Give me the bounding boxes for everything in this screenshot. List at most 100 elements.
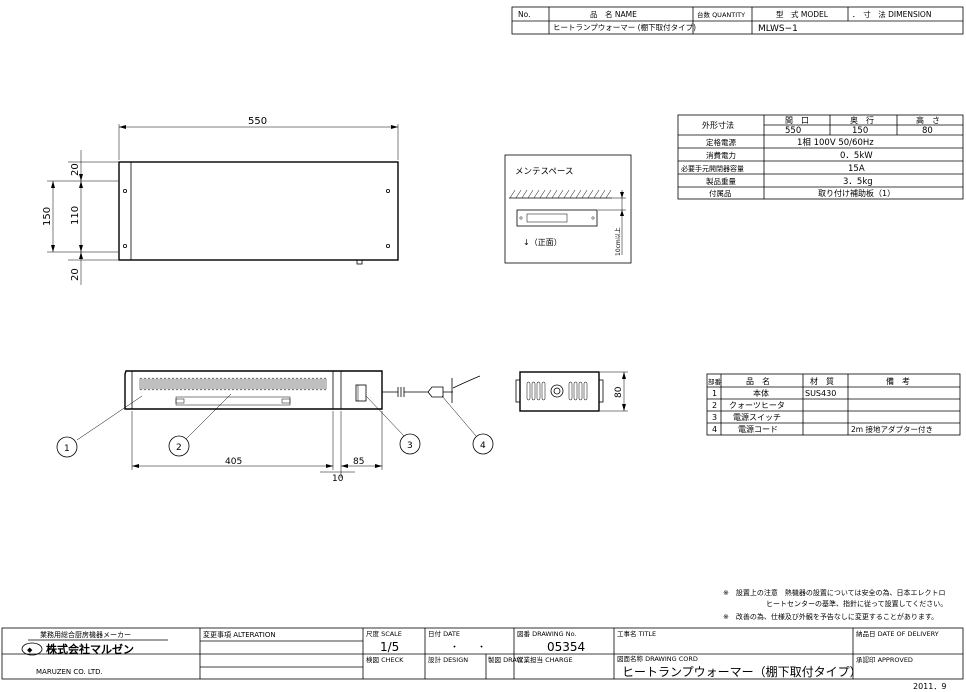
spec-label-dimensions: 外形寸法	[702, 120, 734, 130]
parts-row3-name: 電源スイッチ	[733, 413, 781, 422]
vent-slot	[143, 377, 147, 391]
front-view-body	[118, 161, 399, 261]
company-name: 株式会社マルゼン	[46, 642, 134, 656]
spec-val-accessories: 取り付け補助板（1）	[818, 188, 895, 198]
vent-slot	[215, 377, 219, 391]
spec-val-weight: 3．5kg	[843, 177, 873, 187]
vent-slot	[147, 377, 151, 391]
svg-text:2: 2	[176, 443, 182, 453]
parts-header-remarks: 備 考	[886, 376, 910, 386]
vent-slot	[183, 377, 187, 391]
parts-row4-remarks: 2m 接地アダプター付き	[851, 424, 933, 434]
dim-width-550: 550	[248, 116, 267, 127]
vent-slot	[159, 377, 163, 391]
vent-slot	[191, 377, 195, 391]
header-frame	[511, 6, 964, 35]
spec-val-power-source: 1相 100V 50/60Hz	[797, 137, 874, 148]
vent-slot	[247, 377, 251, 391]
maker-tagline: 業務用総合厨房機器メーカー	[40, 630, 131, 639]
callout-1	[56, 436, 78, 458]
header-qty-label: 台数 QUANTITY	[697, 10, 745, 19]
parts-row1-material: SUS430	[805, 389, 836, 398]
notes: ※ 設置上の注意 熱機器の設置については安全の為、日本エレクトロ ヒートセンター…	[723, 588, 947, 621]
parts-header-material: 材 質	[810, 376, 834, 386]
spec-label-power-source: 定格電源	[706, 137, 736, 147]
spec-val-height: 80	[922, 126, 933, 136]
spec-val-breaker: 15A	[848, 164, 865, 174]
check-label: 検図 CHECK	[366, 655, 404, 664]
parts-row1-no: 1	[712, 389, 717, 398]
parts-row2-no: 2	[712, 401, 717, 410]
charge-label: 営業担当 CHARGE	[517, 655, 573, 664]
parts-header-name: 品 名	[746, 376, 770, 386]
scale-value: 1/5	[380, 640, 399, 654]
vent-slot	[311, 377, 315, 391]
vent-slot	[227, 377, 231, 391]
spec-label-consumption: 消費電力	[706, 150, 736, 160]
vent-slot	[203, 377, 207, 391]
vent-slot	[283, 377, 287, 391]
header-table: No. 品 名 NAME 台数 QUANTITY 型 式 MODEL ． 寸 法…	[511, 6, 964, 35]
revision-year: 2011．9	[913, 682, 946, 691]
header-name-value: ヒートランプウォーマー (棚下取付タイプ)	[553, 22, 696, 32]
vent-slot	[139, 377, 143, 391]
draw-label: 製図 DRAW	[488, 655, 523, 664]
parts-header-no: 部番	[708, 377, 722, 386]
design-label: 設計 DESIGN	[428, 655, 468, 664]
vent-slot	[303, 377, 307, 391]
vent-slot	[267, 377, 271, 391]
title-label: 工事名 TITLE	[617, 629, 656, 638]
parts-row3-no: 3	[712, 413, 717, 422]
dim-110: 110	[70, 206, 81, 225]
dim-10: 10	[332, 474, 344, 484]
svg-text:4: 4	[480, 441, 486, 451]
drawing-no-value: 05354	[547, 640, 585, 654]
vent-slot	[239, 377, 243, 391]
vent-slot	[195, 377, 199, 391]
side-view: 405 85 10 1 2 3 4	[56, 370, 494, 484]
date-label: 日付 DATE	[428, 629, 460, 638]
spec-col-height: 高 さ	[916, 115, 940, 125]
dim-85: 85	[353, 457, 364, 467]
dim-80: 80	[614, 386, 624, 398]
parts-row1-name: 本体	[753, 388, 769, 398]
vent-slot	[167, 377, 171, 391]
delivery-label: 納品日 DATE OF DELIVERY	[856, 629, 939, 638]
header-name-label: 品 名 NAME	[590, 9, 637, 19]
vent-slot	[171, 377, 175, 391]
vent-slot	[223, 377, 227, 391]
callout-3	[399, 433, 421, 455]
vent-slot	[287, 377, 291, 391]
callout-2	[168, 435, 190, 457]
vent-slot	[219, 377, 223, 391]
vent-slot	[179, 377, 183, 391]
parts-row2-name: クォーツヒータ	[729, 401, 785, 410]
vent-slot	[271, 377, 275, 391]
header-model-label: 型 式 MODEL	[776, 9, 829, 19]
drawing-cord-value: ヒートランプウォーマー（棚下取付タイプ）	[622, 664, 862, 679]
spec-val-depth: 150	[852, 126, 868, 136]
spec-val-consumption: 0．5kW	[840, 151, 873, 161]
spec-label-breaker: 必要手元開閉器容量	[681, 164, 744, 173]
approved-label: 承認印 APPROVED	[856, 655, 913, 664]
vent-slot	[151, 377, 155, 391]
svg-text:3: 3	[407, 441, 413, 451]
drawing-cord-label: 図面名称 DRAWING CORD	[617, 654, 698, 663]
vent-slot	[187, 377, 191, 391]
note-line-2: ヒートセンターの基準、指針に従って設置してください。	[766, 599, 947, 608]
maintenance-space: メンテスペース ↓（正面） 10cm以上	[504, 154, 632, 264]
dim-405: 405	[225, 457, 242, 467]
maintenance-frame	[504, 154, 632, 264]
parts-row4-name: 電源コード	[738, 425, 778, 434]
vent-slot	[199, 377, 203, 391]
vent-slot	[235, 377, 239, 391]
vent-slot	[231, 377, 235, 391]
company-logo-icon	[21, 642, 43, 656]
svg-text:◆: ◆	[27, 646, 33, 654]
parts-table: 部番 品 名 材 質 備 考 1 本体 SUS430 2 クォーツヒータ 3 電…	[706, 373, 961, 436]
alteration-label: 変更事項 ALTERATION	[203, 630, 276, 639]
vent-slot	[279, 377, 283, 391]
spec-label-accessories: 付属品	[709, 188, 732, 198]
front-view: 550 150 110 20 20	[42, 116, 399, 285]
